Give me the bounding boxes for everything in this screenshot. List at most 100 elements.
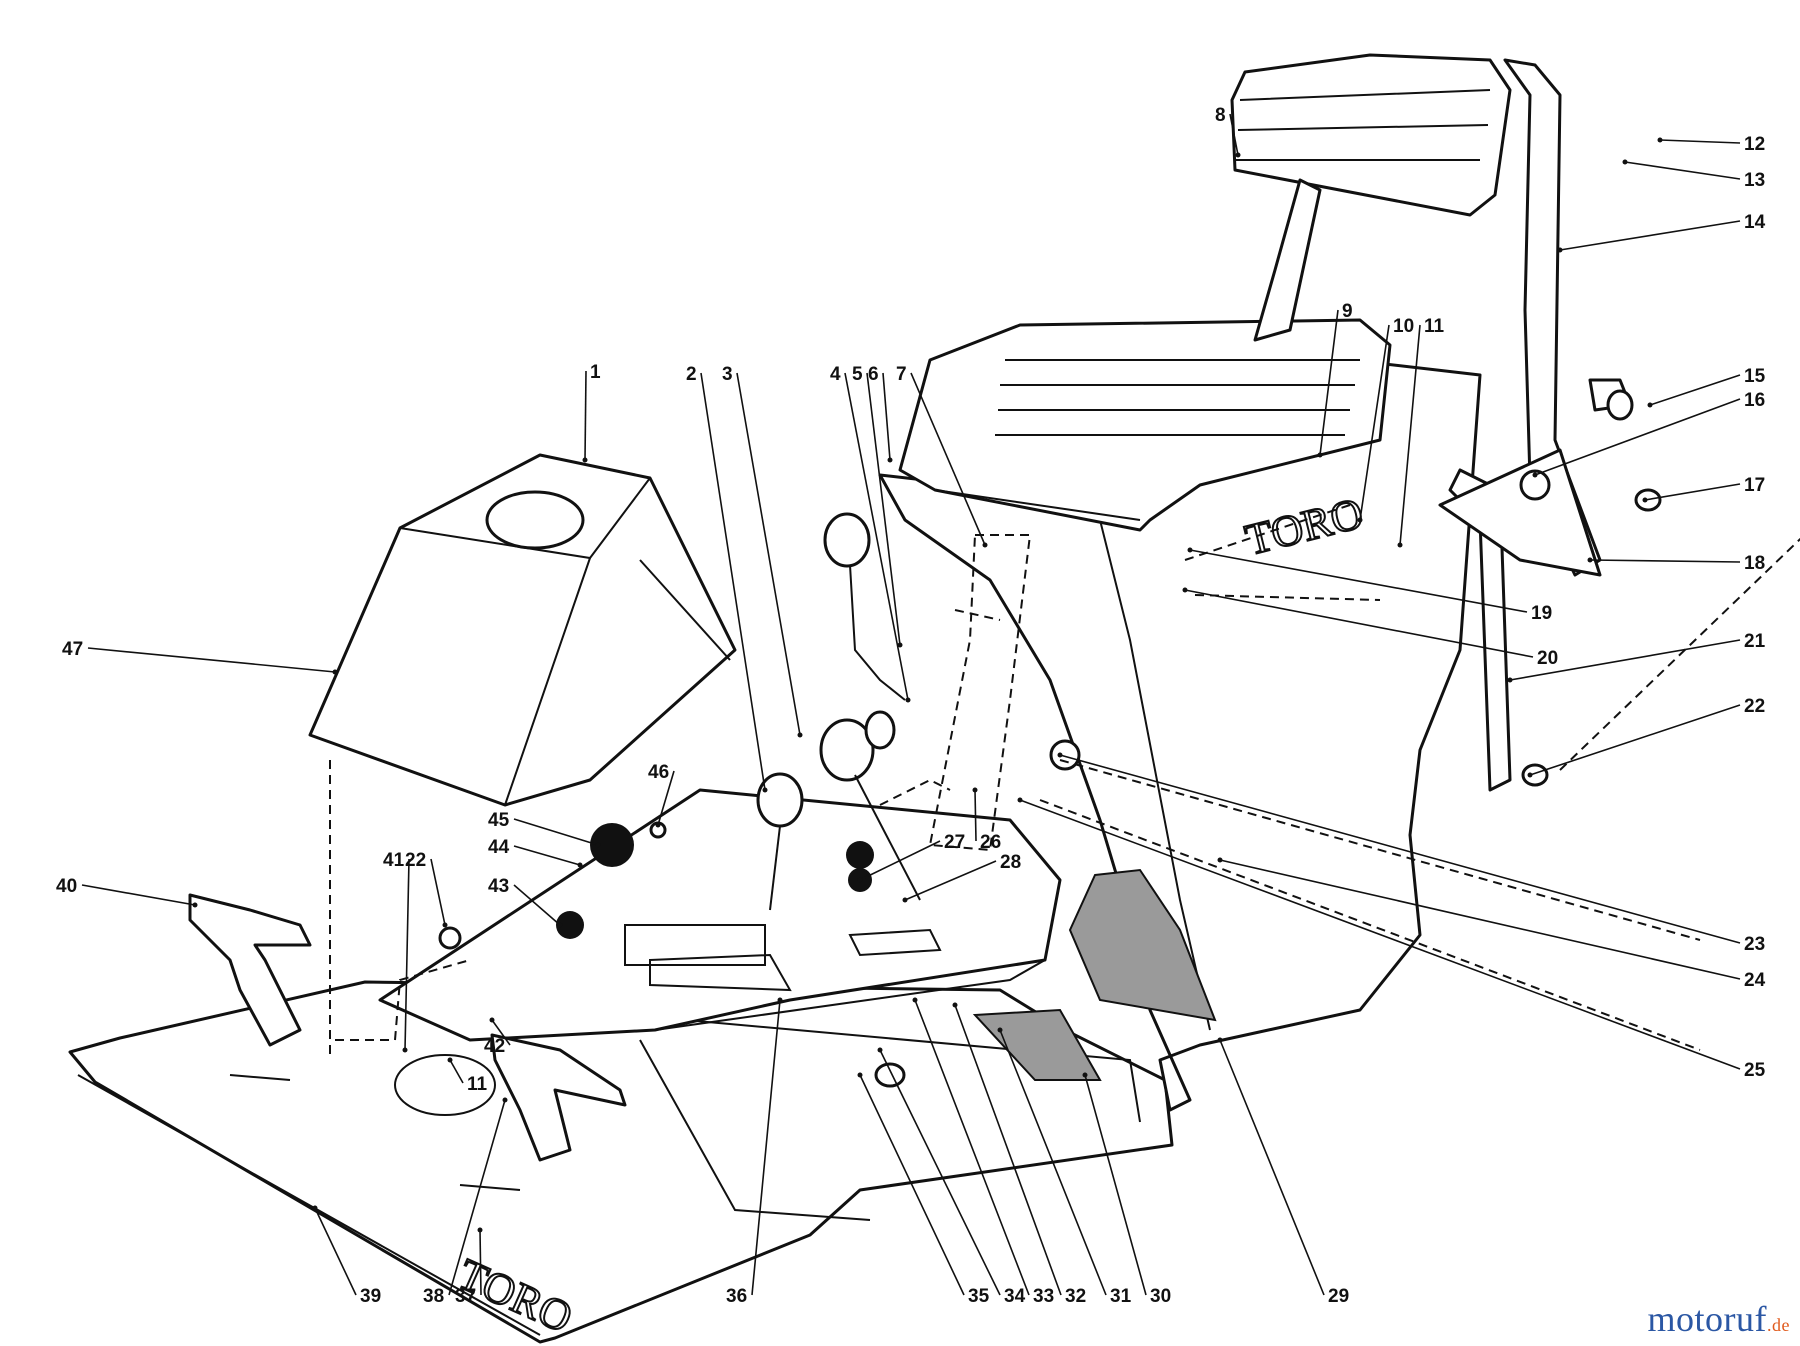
leader-line-c34 bbox=[879, 1049, 1001, 1296]
callout-c47: 47 bbox=[62, 639, 83, 660]
leader-arrow-c44 bbox=[577, 862, 583, 868]
callout-c9: 9 bbox=[1342, 301, 1353, 322]
hardware bbox=[438, 378, 1800, 1088]
leader-line-c17 bbox=[1644, 483, 1741, 501]
leader-line-c43 bbox=[513, 884, 561, 926]
callout-c6: 6 bbox=[868, 364, 879, 385]
leader-line-c19 bbox=[1189, 549, 1528, 613]
leader-line-c45 bbox=[513, 818, 599, 846]
leader-arrow-c34 bbox=[877, 1047, 883, 1053]
leader-line-c15 bbox=[1649, 374, 1741, 406]
leader-line-c25 bbox=[1019, 799, 1741, 1070]
leader-arrow-c14 bbox=[1557, 247, 1563, 253]
leader-line-c11 bbox=[1399, 324, 1421, 546]
callout-c44: 44 bbox=[488, 837, 510, 858]
callout-c1: 1 bbox=[590, 362, 601, 383]
leader-arrow-c5 bbox=[897, 642, 903, 648]
leader-line-c3 bbox=[736, 372, 801, 736]
leader-line-c44 bbox=[513, 845, 581, 866]
leader-line-c33 bbox=[914, 999, 1030, 1296]
leader-line-c41 bbox=[404, 858, 410, 1051]
leader-arrow-c12 bbox=[1657, 137, 1663, 143]
callout-c33: 33 bbox=[1033, 1286, 1054, 1307]
leader-arrow-c32 bbox=[952, 1002, 958, 1008]
callout-c15: 15 bbox=[1744, 366, 1766, 387]
leader-arrow-c4 bbox=[905, 697, 911, 703]
callout-c7: 7 bbox=[896, 364, 907, 385]
callout-c34: 34 bbox=[1004, 1286, 1026, 1307]
leader-line-c13 bbox=[1624, 161, 1741, 180]
callout-c18: 18 bbox=[1744, 553, 1765, 574]
callout-c3: 3 bbox=[722, 364, 733, 385]
callout-c37: 37 bbox=[455, 1286, 476, 1307]
leader-arrow-c8 bbox=[1235, 152, 1241, 158]
leader-arrow-c3 bbox=[797, 732, 803, 738]
leader-line-c5 bbox=[866, 372, 901, 646]
leader-line-c35 bbox=[859, 1074, 965, 1296]
pedal-brackets bbox=[188, 893, 627, 1191]
callout-c2: 2 bbox=[686, 364, 697, 385]
leader-line-c47 bbox=[87, 647, 336, 673]
leader-arrow-c2 bbox=[762, 787, 768, 793]
callout-c20: 20 bbox=[1537, 648, 1558, 669]
leader-arrow-c11 bbox=[1397, 542, 1403, 548]
leader-line-c2 bbox=[700, 372, 766, 791]
leader-line-c37 bbox=[479, 1229, 482, 1296]
leader-arrow-c42 bbox=[489, 1017, 495, 1023]
drive-linkage bbox=[928, 504, 1381, 852]
callout-c25: 25 bbox=[1744, 1060, 1766, 1081]
leader-arrow-c21 bbox=[1507, 677, 1513, 683]
leader-arrow-c18 bbox=[1587, 557, 1593, 563]
callout-c23: 23 bbox=[1744, 934, 1765, 955]
leader-arrow-c33 bbox=[912, 997, 918, 1003]
leader-line-c14 bbox=[1559, 220, 1741, 251]
callout-c30: 30 bbox=[1150, 1286, 1171, 1307]
leader-arrow-c37 bbox=[477, 1227, 483, 1233]
leader-arrow-c6 bbox=[887, 457, 893, 463]
callout-c46: 46 bbox=[648, 762, 669, 783]
callout-c14: 14 bbox=[1744, 212, 1766, 233]
callout-c29: 29 bbox=[1328, 1286, 1349, 1307]
leader-arrow-c26 bbox=[972, 787, 978, 793]
leader-line-c21 bbox=[1509, 639, 1741, 681]
callout-c22b: 22 bbox=[405, 850, 426, 871]
leader-line-c29 bbox=[1219, 1039, 1325, 1296]
leader-line-c23 bbox=[1059, 754, 1741, 944]
leader-arrow-c40 bbox=[192, 902, 198, 908]
callout-c38: 38 bbox=[423, 1286, 444, 1307]
callout-c22a: 22 bbox=[1744, 696, 1765, 717]
leader-arrow-c17 bbox=[1642, 497, 1648, 503]
front-cover bbox=[308, 453, 737, 1060]
callout-c32: 32 bbox=[1065, 1286, 1086, 1307]
leader-arrow-c7 bbox=[982, 542, 988, 548]
leader-line-c11b bbox=[449, 1059, 464, 1084]
leader-line-c1 bbox=[584, 370, 587, 461]
side-bracket bbox=[1438, 448, 1602, 792]
leader-line-c22a bbox=[1529, 704, 1741, 776]
leader-arrow-c23 bbox=[1057, 752, 1063, 758]
callout-c28: 28 bbox=[1000, 852, 1021, 873]
leader-arrow-c22b bbox=[442, 922, 448, 928]
leader-arrow-c46 bbox=[655, 822, 661, 828]
callout-c11: 11 bbox=[1424, 316, 1445, 337]
leader-line-c6 bbox=[882, 372, 891, 461]
leader-arrow-c29 bbox=[1217, 1037, 1223, 1043]
leader-line-c22b bbox=[430, 858, 446, 926]
callout-c24: 24 bbox=[1744, 970, 1766, 991]
callout-c10: 10 bbox=[1393, 316, 1414, 337]
leader-line-c9 bbox=[1319, 309, 1339, 456]
leader-arrow-c41 bbox=[402, 1047, 408, 1053]
leader-line-c27 bbox=[859, 840, 941, 881]
callout-c36: 36 bbox=[726, 1286, 747, 1307]
leader-arrow-c35 bbox=[857, 1072, 863, 1078]
callout-c5: 5 bbox=[852, 364, 863, 385]
leader-line-c39 bbox=[314, 1207, 357, 1296]
leader-line-c10 bbox=[1359, 324, 1390, 521]
callout-c11b: 11 bbox=[467, 1074, 488, 1095]
leader-line-c24 bbox=[1219, 859, 1741, 980]
callout-c21: 21 bbox=[1744, 631, 1766, 652]
leader-arrow-c24 bbox=[1217, 857, 1223, 863]
leader-arrow-c11b bbox=[447, 1057, 453, 1063]
leader-arrow-c38 bbox=[502, 1097, 508, 1103]
